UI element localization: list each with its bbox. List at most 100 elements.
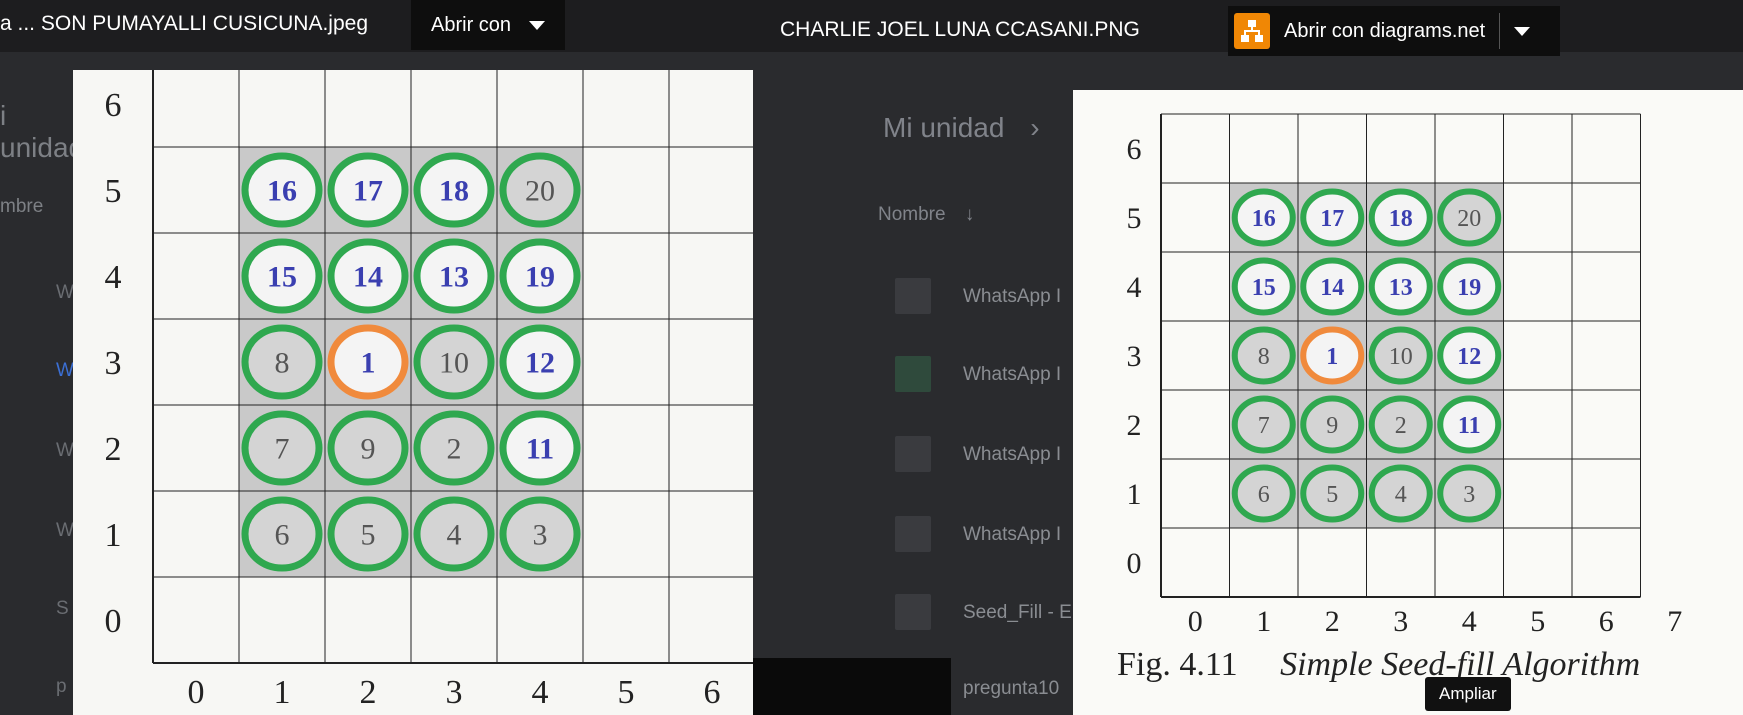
fill-order-label: 5 [1326,482,1338,508]
fill-order-marker [499,152,581,228]
file-thumbnail [895,278,931,314]
x-axis-tick-label: 1 [1256,605,1271,638]
y-axis-tick-label: 3 [1127,340,1142,373]
left-file-prefix: W [56,282,74,303]
chevron-right-icon: › [1030,112,1040,143]
fill-order-label: 1 [1326,344,1338,370]
x-axis-tick-label: 2 [360,674,377,711]
fill-order-marker [1437,326,1502,385]
fill-order-label: 3 [1463,482,1475,508]
fill-order-marker [241,324,323,400]
file-thumbnail [895,594,931,630]
chevron-down-icon [1514,26,1531,36]
column-header-label: Nombre [878,204,946,225]
fill-order-label: 12 [1457,344,1481,370]
file-thumbnail [895,436,931,472]
fill-order-marker [413,238,495,314]
open-with-app-label: Abrir con diagrams.net [1284,19,1486,42]
fill-order-marker [1300,257,1365,316]
fill-order-marker [241,238,323,314]
left-file-prefix: W [56,520,74,541]
chevron-down-icon [529,20,546,30]
y-axis-tick-label: 6 [1127,133,1142,166]
fill-order-label: 16 [1252,206,1276,232]
x-axis-tick-label: 6 [704,674,721,711]
fill-order-marker [327,410,409,486]
left-breadcrumb: i unidad [0,100,85,163]
fill-order-label: 9 [361,433,376,466]
x-axis-tick-label: 5 [618,674,635,711]
file-name: WhatsApp I [963,364,1062,385]
figure-caption: Fig. 4.11 Simple Seed-fill Algorithm [1117,646,1640,684]
open-with-label: Abrir con [431,13,512,36]
y-axis-tick-label: 1 [1127,478,1142,511]
fill-order-label: 20 [525,175,555,208]
fill-order-marker [1368,257,1433,316]
y-axis-tick-label: 3 [105,345,122,382]
y-axis-tick-label: 5 [105,173,122,210]
fill-order-marker [413,324,495,400]
x-axis-tick-label: 1 [274,674,291,711]
fill-order-label: 18 [439,175,469,208]
fill-order-marker [1231,188,1296,247]
x-axis-tick-label: 5 [1530,605,1545,638]
fill-order-label: 8 [1258,344,1270,370]
left-file-prefix: W [56,360,74,381]
fill-order-marker [499,496,581,572]
y-axis-tick-label: 0 [105,603,122,640]
left-file-prefix: S [56,598,69,619]
fill-order-marker [1437,395,1502,454]
breadcrumb: Mi unidad › [883,112,1040,144]
fill-order-label: 13 [1389,275,1413,301]
fill-order-label: 19 [1457,275,1481,301]
fill-order-marker [241,152,323,228]
file-name: WhatsApp I [963,444,1062,465]
fill-order-label: 2 [447,433,462,466]
fill-order-marker [1231,464,1296,523]
fill-order-marker [327,238,409,314]
right-open-with-button[interactable]: Abrir con diagrams.net [1228,6,1560,56]
breadcrumb-root[interactable]: Mi unidad [883,112,1005,143]
fill-order-marker [327,496,409,572]
viewer-top-bar: a ... SON PUMAYALLI CUSICUNA.jpeg Abrir … [0,0,1743,56]
left-column-header: mbre [0,196,44,217]
fill-order-label: 15 [1252,275,1276,301]
fill-order-label: 6 [275,519,290,552]
fill-order-marker [413,152,495,228]
fill-order-label: 8 [275,347,290,380]
file-name: Seed_Fill - E [963,602,1072,623]
divider [1499,13,1501,49]
x-axis-tick-label: 2 [1325,605,1340,638]
caption-title: Simple Seed-fill Algorithm [1280,646,1641,683]
fill-order-label: 20 [1457,206,1481,232]
fill-order-label: 19 [525,261,555,294]
fill-order-marker [1300,395,1365,454]
x-axis-tick-label: 7 [1667,605,1682,638]
fill-order-marker [413,410,495,486]
fill-order-label: 6 [1258,482,1270,508]
left-file-prefix: p [56,676,67,697]
fill-order-label: 4 [447,519,462,552]
seed-pixel-marker [327,324,409,400]
fill-order-marker [1368,326,1433,385]
file-thumbnail [895,516,931,552]
dark-gap [753,658,951,715]
column-header-name[interactable]: Nombre ↓ [878,204,974,226]
fill-order-label: 17 [1320,206,1344,232]
fill-order-label: 1 [361,347,376,380]
fill-order-label: 18 [1389,206,1413,232]
fill-order-marker [1437,188,1502,247]
y-axis-tick-label: 4 [1127,271,1142,304]
x-axis-tick-label: 4 [532,674,549,711]
fill-order-marker [499,410,581,486]
left-open-with-button[interactable]: Abrir con [411,0,565,50]
seed-pixel-marker [1300,326,1365,385]
x-axis-tick-label: 4 [1462,605,1477,638]
fill-order-marker [1368,395,1433,454]
fill-order-label: 12 [525,347,555,380]
left-file-prefix: W [56,440,74,461]
y-axis-tick-label: 5 [1127,202,1142,235]
x-axis-tick-label: 0 [1188,605,1203,638]
